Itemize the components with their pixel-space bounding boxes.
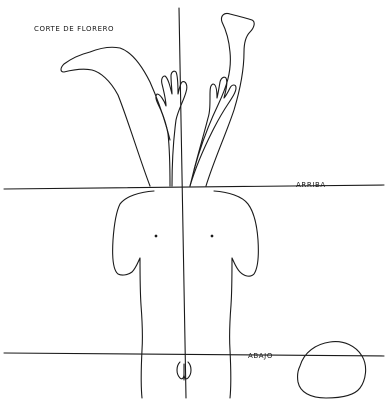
right-chest-dot [211,235,213,237]
right-hand [190,77,236,186]
vertical-axis-line [179,8,186,398]
groin-detail [177,362,191,380]
lower-horizontal-line [4,353,384,356]
upper-horizontal-line [4,185,384,189]
label-abajo: ABAJO [248,352,273,360]
head [298,342,366,398]
label-arriba: ARRIBA [296,181,326,189]
left-leg [61,47,170,186]
figure-title: CORTE DE FLORERO [34,25,114,33]
left-chest-dot [155,235,157,237]
